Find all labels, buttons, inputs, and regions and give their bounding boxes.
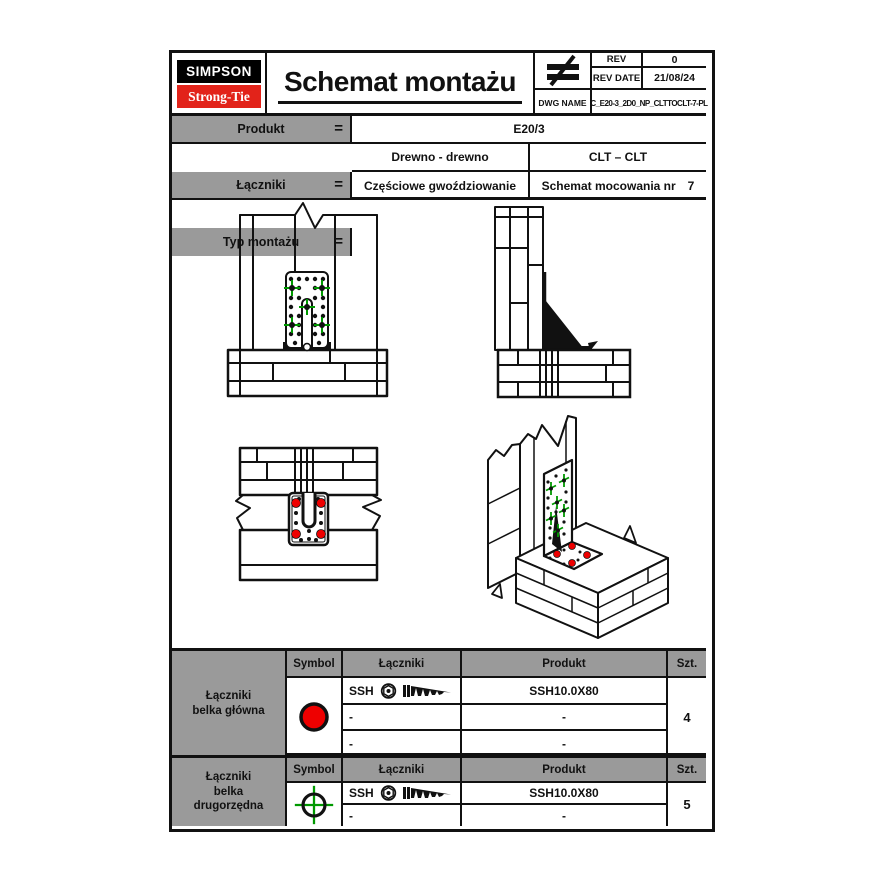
laczniki-value1-cell: Drewno - drewno (352, 144, 530, 172)
qty-secondary-cell: 5 (668, 783, 706, 826)
produkt-value: E20/3 (513, 122, 545, 136)
rev-date-value: 21/08/24 (654, 72, 695, 84)
rev-date-label: REV DATE (592, 72, 641, 84)
rev-date-value-cell: 21/08/24 (643, 68, 706, 90)
rev-date-label-cell: REV DATE (592, 68, 643, 90)
symbol-header: Symbol (287, 758, 343, 783)
rev-value: 0 (671, 53, 678, 66)
logo-strongtie-text: Strong-Tie (188, 88, 250, 104)
fastener-row-code: - (343, 705, 462, 731)
dwg-name-value: C_E20-3_2D0_NP_CLTTOCLT-7-PL (590, 98, 708, 108)
rev-value-cell: 0 (643, 53, 706, 68)
logo-cell: SIMPSON Strong-Tie (172, 53, 267, 116)
title-cell: Schemat montażu (267, 53, 535, 116)
isometric-view-drawing (487, 415, 669, 639)
fastener-row-code: SSH (343, 678, 462, 705)
hex-washer-icon (380, 785, 396, 801)
symbol-main-cell (287, 678, 343, 756)
laczniki-label: Łączniki (236, 178, 286, 192)
produkt-header: Produkt (462, 651, 668, 678)
dwg-name-value-cell: C_E20-3_2D0_NP_CLTTOCLT-7-PL (590, 90, 708, 116)
schemat-mocowania-number: 7 (687, 179, 695, 193)
hex-washer-icon (380, 682, 396, 699)
red-circle-symbol-icon (299, 702, 329, 732)
qty-main-cell: 4 (668, 678, 706, 756)
screw-icon (402, 787, 451, 799)
produkt-label: Produkt (237, 122, 285, 136)
typ-montazu-value1-cell: Częściowe gwoździowanie (352, 172, 530, 200)
simpson-logo: SIMPSON (177, 60, 261, 83)
fastener-table-main: Łączniki belka główna Symbol Łączniki Pr… (172, 648, 706, 756)
equals-sign: = (334, 175, 343, 193)
dwg-name-label: DWG NAME (538, 98, 587, 108)
schemat-mocowania-text: Schemat mocowania nr (541, 179, 676, 193)
group-label-secondary: Łączniki belka drugorzędna (172, 758, 287, 826)
fastener-row-code: - (343, 805, 462, 826)
produkt-header: Produkt (462, 758, 668, 783)
dwg-name-label-cell: DWG NAME (535, 90, 592, 116)
fastener-row-produkt: - (462, 805, 668, 826)
fastener-row-code: SSH (343, 783, 462, 805)
not-equal-icon (546, 54, 579, 87)
fastener-row-produkt: - (462, 705, 668, 731)
symbol-header: Symbol (287, 651, 343, 678)
laczniki-value2-cell: CLT – CLT (530, 144, 706, 172)
iso-floor-fastener-markers (553, 542, 591, 567)
fastener-row-code: - (343, 731, 462, 756)
green-crosshair-symbol-icon (294, 785, 334, 824)
typ-montazu-value1: Częściowe gwoździowanie (363, 179, 517, 193)
rev-label: REV (606, 54, 627, 65)
sheet-frame: SIMPSON Strong-Tie Schemat montażu REV 0… (169, 50, 715, 832)
screw-icon (402, 684, 451, 697)
equals-sign: = (334, 119, 343, 137)
fastener-row-produkt: SSH10.0X80 (462, 678, 668, 705)
logo-simpson-text: SIMPSON (186, 64, 252, 79)
rev-label-cell: REV (592, 53, 643, 68)
title-block: SIMPSON Strong-Tie Schemat montażu REV 0… (172, 53, 708, 116)
info-table: Produkt = E20/3 Łączniki = Drewno - drew… (172, 116, 706, 256)
typ-montazu-label-cell: Typ montażu = (172, 228, 352, 256)
laczniki-value1: Drewno - drewno (391, 150, 489, 164)
secondary-beam-fastener-markers (291, 498, 326, 539)
laczniki-label-cell: Łączniki = (172, 172, 352, 200)
szt-header: Szt. (668, 651, 706, 678)
laczniki-header: Łączniki (343, 651, 462, 678)
fastener-row-produkt: - (462, 731, 668, 756)
produkt-value-cell: E20/3 (352, 116, 706, 144)
typ-montazu-value2-cell: Schemat mocowania nr 7 (530, 172, 706, 200)
equals-sign: = (334, 232, 343, 250)
typ-montazu-label: Typ montażu (222, 235, 300, 249)
szt-header: Szt. (668, 758, 706, 783)
laczniki-header: Łączniki (343, 758, 462, 783)
page-title: Schemat montażu (277, 66, 523, 104)
qty-secondary: 5 (683, 797, 691, 812)
rear-view-drawing (235, 446, 382, 582)
drawing-area (172, 200, 706, 648)
strongtie-logo: Strong-Tie (177, 85, 261, 108)
fastener-row-produkt: SSH10.0X80 (462, 783, 668, 805)
group-label-main: Łączniki belka główna (172, 651, 287, 756)
side-view-drawing (494, 206, 632, 399)
fastener-table-secondary: Łączniki belka drugorzędna Symbol Łączni… (172, 755, 706, 826)
symbol-secondary-cell (287, 783, 343, 826)
laczniki-value2: CLT – CLT (588, 150, 648, 164)
projection-symbol-cell (535, 53, 592, 90)
front-view-drawing (226, 202, 389, 398)
qty-main: 4 (683, 709, 691, 725)
produkt-label-cell: Produkt = (172, 116, 352, 144)
